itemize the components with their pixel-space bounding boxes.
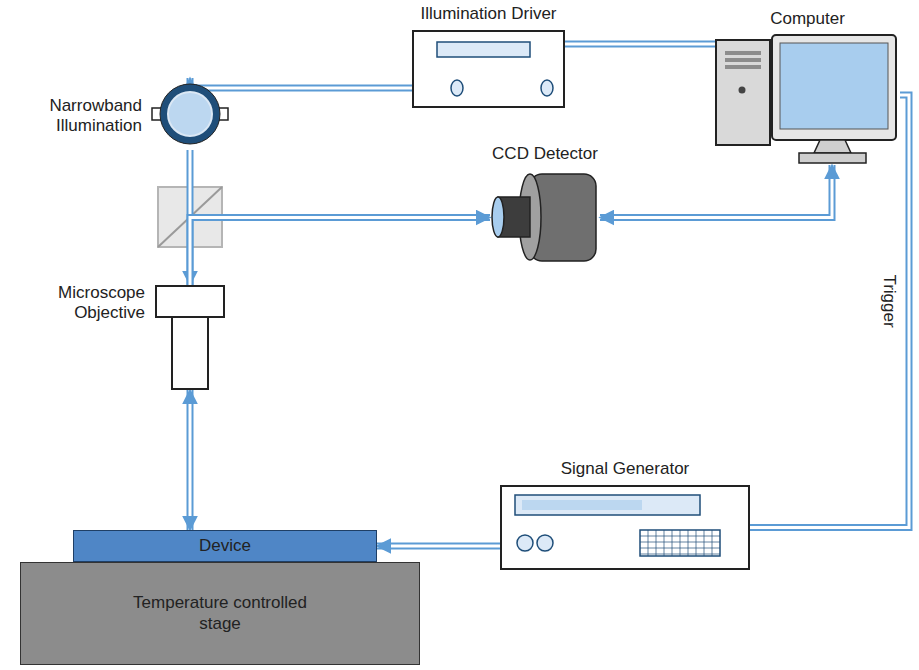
connector-outer [600,165,832,218]
node-label: Signal Generator [561,459,690,479]
lamp-lens [168,92,212,136]
double-line-connector [565,44,715,45]
narrowband-illumination-icon [152,78,228,150]
power-button [739,87,746,94]
connector-inner [377,545,500,548]
double-line-connector [600,165,832,218]
keypad-grid [688,530,689,556]
monitor-base [799,153,866,163]
monitor-frame [772,35,896,140]
generator-case [501,486,749,569]
keypad-grid [640,554,720,555]
connector-outer [565,41,715,48]
monitor-screen [780,43,888,129]
computer: Computer [715,35,900,165]
illumination-driver-icon [412,30,565,108]
objective-tube [172,317,208,389]
connector-outer [190,218,490,286]
connector-inner [750,95,909,528]
node-label: Microscope Objective [20,283,145,324]
objective-cap [156,286,224,317]
double-line-connector [190,218,490,286]
connector-heads [750,95,909,528]
driver-case [413,31,564,107]
signal-generator: Signal Generator [500,485,750,570]
ccd-detector: CCD Detector [490,170,600,265]
narrowband-illumination: Narrowband Illumination [152,78,228,150]
connector-heads [565,44,715,45]
device-plate: Device [73,530,377,562]
node-label: Illumination Driver [420,4,556,24]
keypad-grid [640,536,720,537]
output-jack [537,535,553,551]
signal-generator-icon [500,485,750,570]
connector-outer [377,543,500,550]
connector-heads [190,78,412,88]
node-label: Temperature controlled stage [115,593,325,634]
connector-inner [190,218,490,286]
node-label: Device [199,536,251,556]
microscope-objective-icon [155,285,225,390]
drive-slot [725,51,761,55]
output-jack [517,535,533,551]
driver-knob [451,80,463,96]
microscope-objective: Microscope Objective [155,285,225,390]
keypad [640,530,720,556]
keypad-grid [664,530,665,556]
keypad-grid [672,530,673,556]
connector-heads [190,390,191,530]
drive-slot [725,58,761,62]
node-label: Narrowband Illumination [17,96,142,137]
keypad-grid [704,530,705,556]
connector-heads [600,165,832,218]
illumination-driver: Illumination Driver [412,30,565,108]
keypad-grid [640,548,720,549]
connector-inner [190,78,412,88]
connector-inner [189,390,192,530]
computer-icon [715,35,900,165]
node-label: Computer [770,9,845,29]
keypad-grid [680,530,681,556]
generator-display [515,495,700,515]
display-bar [522,500,642,510]
node-label: CCD Detector [492,144,598,164]
driver-display [437,42,530,57]
computer-tower [716,40,770,145]
edge-label: Trigger [879,273,899,330]
double-line-connector [377,546,500,547]
monitor-stand [814,140,851,153]
double-line-connector [190,78,412,88]
drive-slot [725,65,761,69]
keypad-grid [640,542,720,543]
connector-outer [187,390,194,530]
temperature-stage: Temperature controlled stage [20,562,420,665]
connector-outer [750,95,909,528]
connector-inner [565,43,715,46]
keypad-grid [712,530,713,556]
connector-heads [377,546,500,547]
connector-outer [190,78,412,88]
ccd-detector-icon [490,170,600,265]
keypad-grid [648,530,649,556]
double-line-connector [750,95,909,528]
keypad-grid [656,530,657,556]
keypad-grid [696,530,697,556]
double-line-connector [190,390,191,530]
ccd-lens [492,197,504,237]
driver-knob [541,80,553,96]
connector-inner [600,165,832,218]
connector-heads [190,218,490,286]
lamp-ring [160,84,220,144]
